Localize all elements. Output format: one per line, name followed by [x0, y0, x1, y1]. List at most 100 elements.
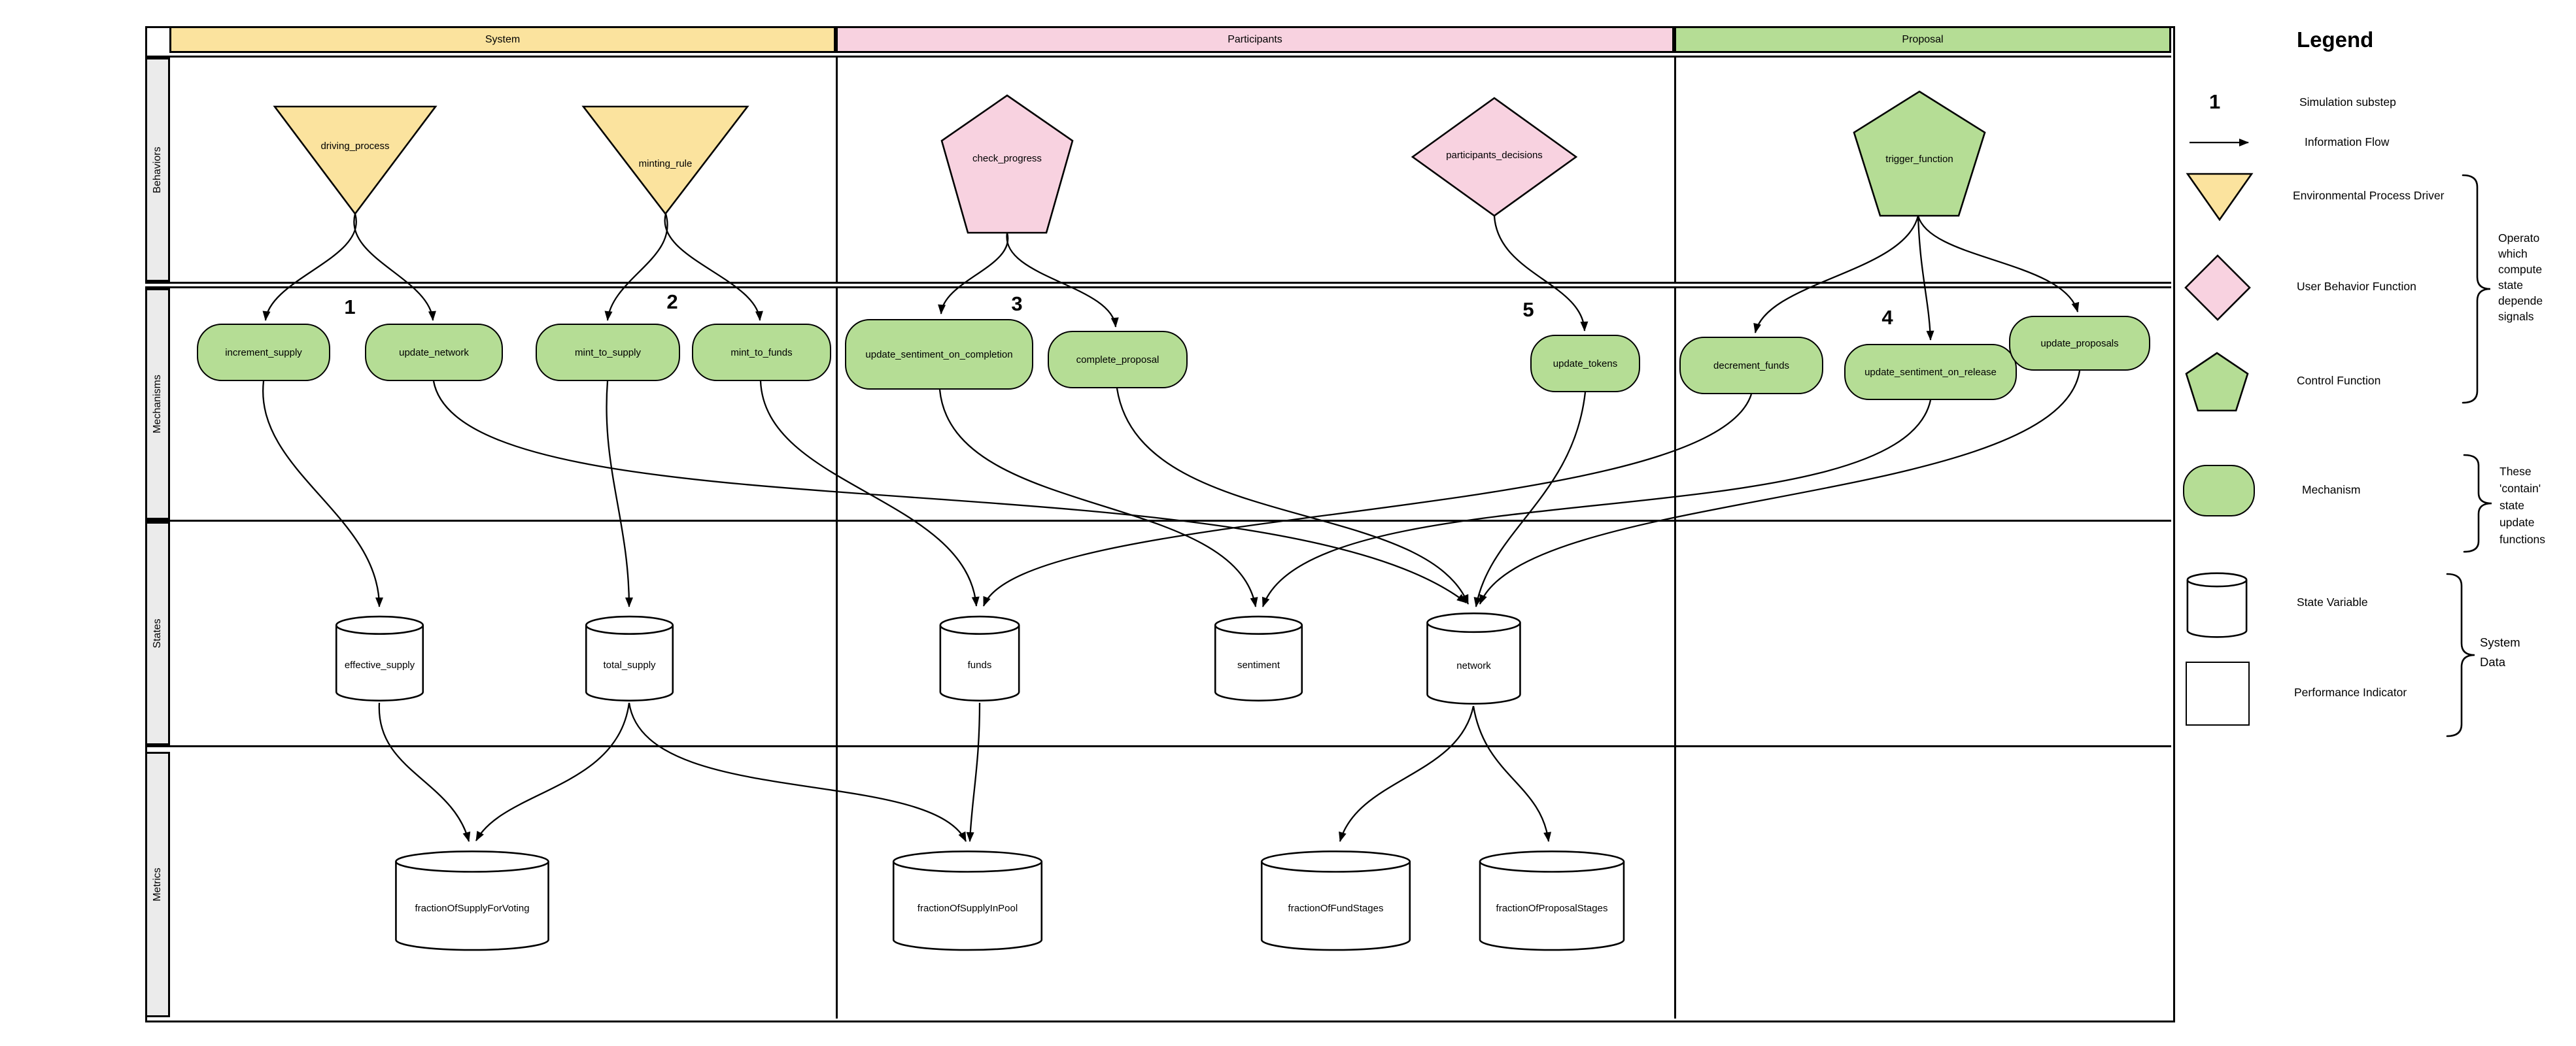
node-fractionofsupplyinpool[interactable]: fractionOfSupplyInPool — [889, 851, 1046, 953]
substep-number-1: 1 — [344, 295, 356, 318]
node-label: update_tokens — [1553, 358, 1618, 369]
node-update-sentiment-on-completion[interactable]: update_sentiment_on_completion — [845, 319, 1033, 390]
cylinder-icon — [334, 616, 426, 703]
legend-substep-number-icon: 1 — [2209, 90, 2221, 113]
node-check-progress[interactable]: check_progress — [942, 95, 1073, 233]
node-label: effective_supply — [344, 660, 415, 671]
node-label: funds — [967, 660, 992, 671]
node-mint-to-supply[interactable]: mint_to_supply — [536, 324, 680, 381]
annotation-line: These — [2499, 465, 2532, 478]
node-label: sentiment — [1237, 660, 1280, 671]
node-label: trigger_function — [1885, 154, 1953, 165]
cylinder-icon — [1212, 616, 1305, 703]
node-participants-decisions[interactable]: participants_decisions — [1413, 98, 1576, 216]
node-label: driving_process — [320, 141, 390, 152]
column-header-participants: Participants — [836, 26, 1674, 53]
node-complete-proposal[interactable]: complete_proposal — [1048, 331, 1188, 388]
cylinder-icon — [583, 616, 676, 703]
legend-item-label: Performance Indicator — [2294, 686, 2407, 699]
legend-item-label: Simulation substep — [2299, 95, 2396, 109]
edge-update-tokens-network — [1473, 392, 1587, 607]
annotation-line: System — [2480, 635, 2520, 649]
edge-check-progress-update-sentiment-on-completion — [938, 232, 1009, 314]
node-fractionofsupplyforvoting[interactable]: fractionOfSupplyForVoting — [391, 851, 553, 953]
node-increment-supply[interactable]: increment_supply — [197, 324, 330, 381]
legend-annotation-operators: Operato which compute state depende sign… — [2498, 230, 2543, 324]
lane-separator-states-metrics — [145, 745, 2171, 747]
column-header-system-label: System — [485, 33, 521, 45]
node-fractionofproposalstages[interactable]: fractionOfProposalStages — [1475, 851, 1628, 953]
column-divider-system-participants — [836, 56, 838, 1019]
node-funds[interactable]: funds — [938, 616, 1022, 703]
edge-update-sentiment-on-completion-sentiment — [938, 389, 1258, 607]
legend-cylinder-icon — [2186, 573, 2248, 639]
annotation-line: which — [2498, 247, 2528, 260]
node-label: check_progress — [972, 153, 1042, 165]
node-label: fractionOfFundStages — [1288, 903, 1384, 915]
edge-network-fractionofproposalstages — [1472, 705, 1552, 842]
node-decrement-funds[interactable]: decrement_funds — [1679, 337, 1823, 394]
legend-title: Legend — [2297, 27, 2374, 52]
edge-increment-supply-effective-supply — [262, 380, 383, 607]
node-label: increment_supply — [225, 346, 302, 358]
node-fractionoffundstages[interactable]: fractionOfFundStages — [1257, 851, 1415, 953]
node-trigger-function[interactable]: trigger_function — [1854, 92, 1985, 216]
node-effective-supply[interactable]: effective_supply — [334, 616, 426, 703]
node-minting-rule[interactable]: minting_rule — [583, 107, 747, 214]
node-update-proposals[interactable]: update_proposals — [2009, 316, 2150, 371]
edge-participants-decisions-update-tokens — [1493, 215, 1589, 331]
triangle-down-icon — [583, 107, 747, 214]
pentagon-icon — [1854, 92, 1985, 216]
annotation-line: compute — [2498, 263, 2543, 276]
edge-network-fractionoffundstages — [1339, 705, 1475, 842]
substep-number-2: 2 — [666, 290, 678, 313]
edge-mint-to-supply-total-supply — [606, 380, 633, 607]
node-update-sentiment-on-release[interactable]: update_sentiment_on_release — [1844, 344, 2017, 400]
node-label: fractionOfSupplyForVoting — [415, 903, 530, 915]
edge-update-network-network — [432, 380, 1467, 603]
node-label: complete_proposal — [1076, 354, 1159, 365]
lane-header-mechanisms: Mechanisms — [145, 288, 170, 520]
edge-total-supply-fractionofsupplyinpool — [628, 702, 967, 842]
annotation-line: state — [2498, 278, 2523, 292]
lane-separator-mechanisms-states — [145, 520, 2171, 522]
lane-header-states: States — [145, 522, 170, 745]
substep-number-5: 5 — [1522, 298, 1534, 321]
legend-item-label: Mechanism — [2302, 483, 2361, 496]
substep-number-3: 3 — [1011, 292, 1023, 315]
edge-mint-to-funds-funds — [759, 380, 980, 607]
lane-header-metrics: Metrics — [145, 752, 170, 1017]
node-driving-process[interactable]: driving_process — [275, 107, 436, 214]
node-label: fractionOfSupplyInPool — [917, 903, 1018, 915]
node-label: update_sentiment_on_release — [1864, 366, 1997, 378]
edge-total-supply-fractionofsupplyforvoting — [475, 702, 630, 841]
edge-trigger-function-update-proposals — [1917, 215, 2080, 312]
node-label: update_proposals — [2040, 337, 2119, 349]
node-sentiment[interactable]: sentiment — [1212, 616, 1305, 703]
node-total-supply[interactable]: total_supply — [583, 616, 676, 703]
cylinder-icon — [391, 851, 553, 953]
column-header-system: System — [169, 26, 836, 53]
edge-check-progress-complete-proposal — [1006, 232, 1119, 328]
node-mint-to-funds[interactable]: mint_to_funds — [692, 324, 831, 381]
edge-update-proposals-network — [1479, 370, 2081, 605]
edge-effective-supply-fractionofsupplyforvoting — [378, 702, 471, 842]
annotation-line: state — [2499, 499, 2524, 512]
legend-brace-contain — [2463, 454, 2492, 553]
node-label: participants_decisions — [1446, 150, 1543, 161]
annotation-line: depende — [2498, 294, 2543, 307]
node-label: mint_to_funds — [730, 346, 793, 358]
cylinder-icon — [1475, 851, 1628, 953]
node-network[interactable]: network — [1424, 613, 1523, 706]
diamond-icon — [1413, 98, 1576, 216]
node-update-network[interactable]: update_network — [365, 324, 503, 381]
node-label: decrement_funds — [1713, 360, 1789, 371]
node-update-tokens[interactable]: update_tokens — [1530, 335, 1640, 392]
legend-square-icon — [2186, 662, 2250, 726]
legend-item-label: State Variable — [2297, 596, 2368, 609]
edge-minting-rule-mint-to-funds — [664, 213, 763, 321]
legend-triangle-down-icon — [2188, 174, 2252, 220]
triangle-down-icon — [275, 107, 436, 214]
